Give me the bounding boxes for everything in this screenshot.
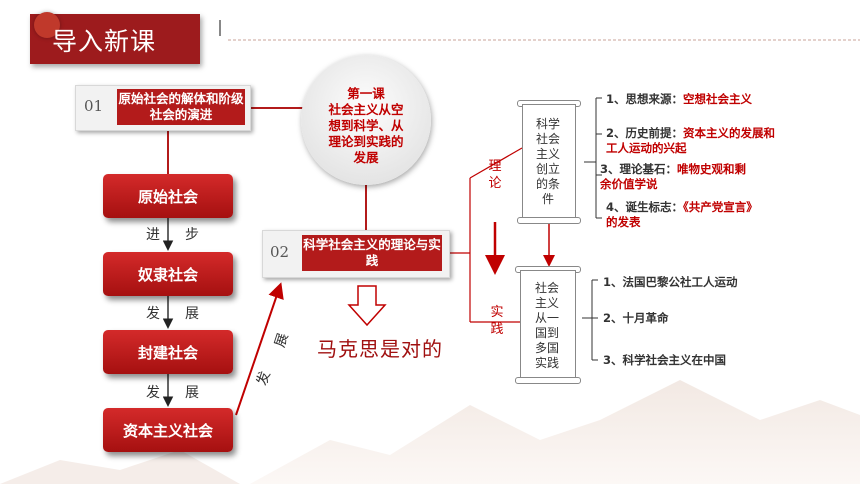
practice-label: 实践 <box>490 305 504 337</box>
scroll-conditions-text: 科学社会主义 创立的条件 <box>535 117 560 206</box>
condition-item: 3、理论基石：唯物史观和剩 余价值学说 <box>600 162 747 191</box>
arrow-up-right-icon <box>235 282 284 416</box>
condition-item: 1、思想来源：空想社会主义 <box>606 92 753 106</box>
node-01-title: 原始社会的解体和阶级社会的演进 <box>117 89 245 125</box>
step-label: 步 <box>185 227 199 243</box>
practice-item: 1、法国巴黎公社工人运动 <box>603 275 738 289</box>
condition-item: 2、历史前提：资本主义的发展和 工人运动的兴起 <box>606 126 776 155</box>
theory-label: 理论 <box>488 159 502 191</box>
lesson-circle-text: 第一课 社会主义从空 想到科学、从 理论到实践的 发展 <box>328 86 404 165</box>
step-label: 展 <box>185 306 199 322</box>
header-separator <box>219 20 221 36</box>
connector-line <box>469 147 523 179</box>
scroll-roll <box>515 377 581 384</box>
conclusion-text: 马克思是对的 <box>317 337 443 361</box>
lesson-circle <box>301 55 431 185</box>
node-02-title: 科学社会主义的理论与实践 <box>302 235 442 271</box>
step-label: 展 <box>185 385 199 401</box>
header-dot-icon <box>34 12 60 38</box>
step-label: 发 <box>146 385 160 401</box>
condition-item: 4、诞生标志：《共产党宣言》 的发表 <box>606 200 758 229</box>
mountain-decoration <box>0 450 240 484</box>
step-label: 进 <box>146 227 160 243</box>
practice-item: 3、科学社会主义在中国 <box>603 353 727 367</box>
scroll-practice <box>520 270 576 380</box>
stage-primitive: 原始社会 <box>103 174 233 218</box>
page-title: 导入新课 <box>52 27 157 56</box>
practice-item: 2、十月革命 <box>603 311 669 325</box>
scroll-conditions <box>522 104 576 220</box>
node-02-number: 02 <box>270 243 290 261</box>
scroll-roll <box>517 217 581 224</box>
scroll-practice-text: 社会主义从一 国到多国实践 <box>534 281 559 370</box>
stage-capitalist: 资本主义社会 <box>103 408 233 452</box>
stage-feudal: 封建社会 <box>103 330 233 374</box>
node-01-number: 01 <box>84 97 104 115</box>
stage-slavery: 奴隶社会 <box>103 252 233 296</box>
step-label: 发 <box>146 306 160 322</box>
hollow-arrow-down-icon <box>347 285 387 327</box>
mountain-decoration <box>250 380 860 484</box>
